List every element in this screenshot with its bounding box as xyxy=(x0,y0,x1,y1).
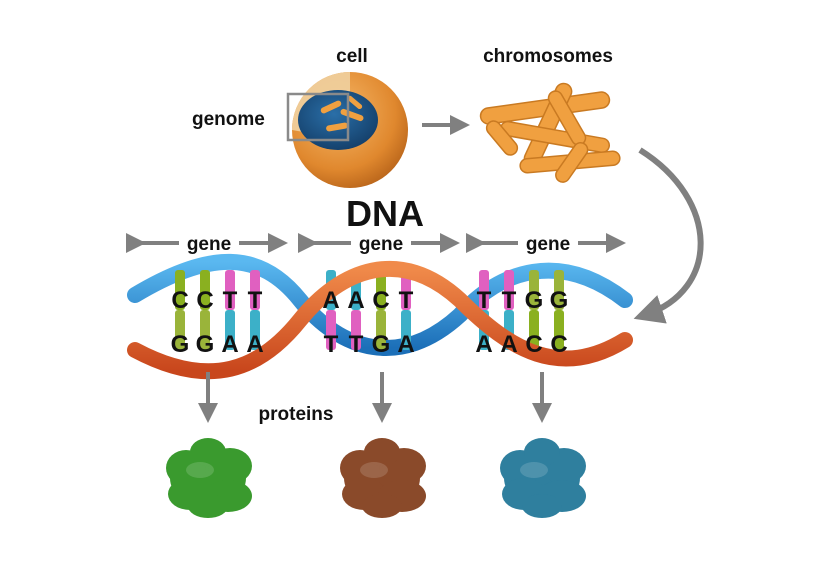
base-letter-bottom: C xyxy=(525,331,542,358)
proteins-illustration xyxy=(166,438,586,518)
base-letter-top: C xyxy=(171,287,188,314)
base-rung-top xyxy=(504,270,514,310)
base-rung-top xyxy=(175,270,185,310)
base-rung-bottom xyxy=(401,310,411,350)
protein-lobe xyxy=(362,494,402,518)
base-rung-bottom xyxy=(554,310,564,350)
base-rung-bottom xyxy=(225,310,235,350)
base-letter-top: C xyxy=(372,287,389,314)
base-rung-bottom xyxy=(376,310,386,350)
base-letter-top: A xyxy=(347,287,364,314)
base-letter-top: T xyxy=(399,287,414,314)
base-rung-bottom xyxy=(250,310,260,350)
base-letter-bottom: A xyxy=(221,331,238,358)
genome-label: genome xyxy=(192,109,265,130)
gene-label: gene xyxy=(187,234,231,255)
gene-arrows: gene gene gene xyxy=(126,233,626,255)
base-letter-top: T xyxy=(502,287,517,314)
dna-strand-orange xyxy=(127,260,633,380)
base-rung-top xyxy=(250,270,260,310)
base-letter-bottom: G xyxy=(372,331,391,358)
base-letter-bottom: C xyxy=(550,331,567,358)
arrow-chromosomes-to-dna xyxy=(633,147,704,324)
base-letter-top: T xyxy=(223,287,238,314)
base-rung-bottom xyxy=(351,310,361,350)
protein-lobe xyxy=(522,494,562,518)
protein-blob xyxy=(500,438,586,518)
protein-lobe xyxy=(364,438,400,466)
base-letter-bottom: A xyxy=(500,331,517,358)
base-letter-top: G xyxy=(550,287,569,314)
base-rung-top xyxy=(200,270,210,310)
protein-blob xyxy=(166,438,252,518)
base-letter-top: T xyxy=(248,287,263,314)
base-letter-top: C xyxy=(196,287,213,314)
base-rung-top xyxy=(225,270,235,310)
base-rung-top xyxy=(376,270,386,310)
base-rung-bottom xyxy=(326,310,336,350)
base-rung-bottom xyxy=(529,310,539,350)
protein-highlight xyxy=(186,462,214,478)
protein-highlight xyxy=(520,462,548,478)
base-letter-bottom: T xyxy=(324,331,339,358)
base-rung-bottom xyxy=(175,310,185,350)
chromosomes-illustration xyxy=(479,82,621,183)
protein-highlight xyxy=(360,462,388,478)
protein-lobe xyxy=(190,438,226,466)
base-letter-top: G xyxy=(525,287,544,314)
base-letter-bottom: G xyxy=(171,331,190,358)
cell-label: cell xyxy=(336,46,368,67)
protein-arrows xyxy=(198,372,552,423)
proteins-label: proteins xyxy=(259,404,334,425)
gene-label: gene xyxy=(526,234,570,255)
base-letter-bottom: T xyxy=(349,331,364,358)
dna-title: DNA xyxy=(346,193,424,234)
base-rung-top xyxy=(479,270,489,310)
mini-chromosomes xyxy=(320,95,364,132)
protein-blob xyxy=(340,438,426,518)
protein-lobe xyxy=(188,494,228,518)
base-letter-bottom: A xyxy=(246,331,263,358)
base-letter-bottom: A xyxy=(397,331,414,358)
base-rung-top xyxy=(401,270,411,310)
protein-lobe xyxy=(524,438,560,466)
gene-label: gene xyxy=(359,234,403,255)
base-rung-top xyxy=(529,270,539,310)
base-letter-bottom: A xyxy=(475,331,492,358)
genome-box xyxy=(286,92,350,142)
base-rung-bottom xyxy=(200,310,210,350)
cell-illustration xyxy=(286,72,408,188)
base-letter-top: A xyxy=(322,287,339,314)
chromosomes-label: chromosomes xyxy=(483,46,613,67)
base-letter-bottom: G xyxy=(196,331,215,358)
base-letter-top: T xyxy=(477,287,492,314)
base-rung-top xyxy=(554,270,564,310)
